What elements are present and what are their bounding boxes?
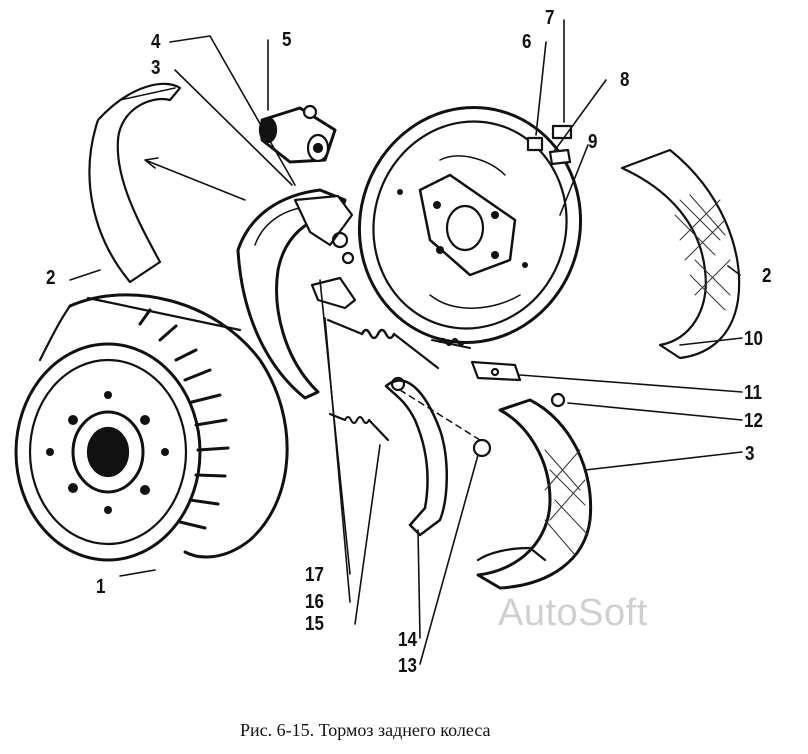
brake-shoe-upper (236, 188, 355, 400)
callout-9: 9 (588, 131, 598, 153)
callout-11: 11 (744, 382, 762, 404)
callout-4: 4 (151, 31, 161, 53)
callout-2-left: 2 (46, 267, 56, 289)
dashed-guide (399, 389, 481, 441)
strut-plate (310, 276, 357, 310)
callout-10: 10 (744, 328, 763, 350)
brake-lining-left (88, 82, 182, 284)
callout-17: 17 (305, 564, 324, 586)
callout-2-right: 2 (762, 265, 772, 287)
callout-14: 14 (398, 629, 417, 651)
leader-lines (69, 19, 743, 665)
brake-drum (14, 293, 289, 562)
wheel-cylinder (258, 104, 337, 164)
brake-lining-right (620, 148, 741, 360)
callout-3-top: 3 (151, 57, 161, 79)
parking-lever (384, 376, 448, 537)
callout-3-mid: 3 (745, 443, 755, 465)
figure-caption: Рис. 6-15. Тормоз заднего колеса (240, 720, 491, 740)
backing-plate (357, 106, 583, 344)
bolts-and-nut (526, 124, 573, 166)
callout-6: 6 (522, 31, 532, 53)
adjuster-spring (431, 337, 471, 349)
return-spring-lower (328, 412, 390, 442)
callout-12: 12 (744, 410, 763, 432)
watermark-text: AutoSoft (498, 592, 648, 634)
callout-1: 1 (96, 576, 106, 598)
callout-7: 7 (545, 7, 555, 29)
strut-bar (470, 360, 522, 382)
brake-shoe-lower (476, 398, 593, 590)
small-nut (550, 392, 566, 408)
washer (472, 438, 492, 458)
return-spring-upper (326, 318, 440, 370)
assembly-arrow (144, 157, 246, 201)
callout-16: 16 (305, 591, 324, 613)
callout-8: 8 (620, 69, 630, 91)
callout-5: 5 (282, 29, 292, 51)
callout-13: 13 (398, 655, 417, 677)
callout-15: 15 (305, 613, 324, 635)
